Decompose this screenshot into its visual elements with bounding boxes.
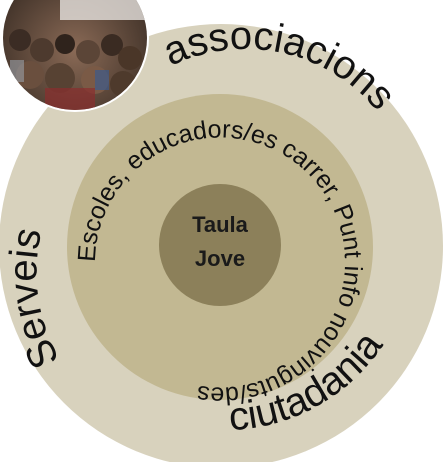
crowd-photo	[1, 0, 149, 112]
core-label-line2: Jove	[195, 246, 245, 271]
core-label-line1: Taula	[192, 212, 249, 237]
core-circle	[159, 184, 281, 306]
